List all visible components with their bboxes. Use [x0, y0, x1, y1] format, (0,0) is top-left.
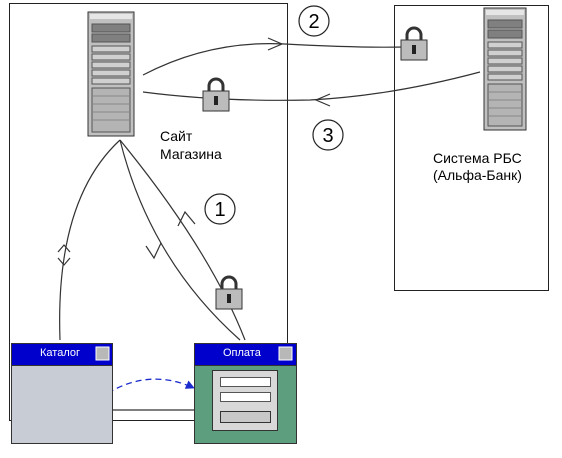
- payment-window: [194, 343, 297, 444]
- bank-label-line1: Система РБС: [433, 150, 522, 166]
- payment-window-button[interactable]: [278, 346, 293, 361]
- payment-field-1[interactable]: [220, 377, 271, 387]
- catalog-to-payment-dashed-arrow: [107, 378, 195, 394]
- shop-label-line2: Магазина: [160, 146, 222, 162]
- arrow-head-to-payment: [145, 242, 162, 260]
- step-3-circle: 3: [312, 119, 344, 151]
- response-curve-3: [142, 71, 481, 101]
- catalog-window-button[interactable]: [95, 346, 110, 361]
- step-1-circle: 1: [204, 193, 236, 225]
- shop-boundary: [9, 3, 288, 421]
- bank-boundary: [394, 5, 549, 291]
- server-to-payment-curve: [119, 139, 241, 341]
- bank-label-line2: (Альфа-Банк): [433, 167, 522, 183]
- padlock-icon: [400, 26, 428, 61]
- arrow-head-to-server: [177, 210, 196, 227]
- bank-server-icon: [483, 7, 527, 131]
- catalog-window: [11, 343, 113, 444]
- payment-field-2[interactable]: [220, 392, 271, 402]
- step-1-label: 1: [214, 199, 225, 221]
- step-2-circle: 2: [298, 5, 330, 37]
- double-arrow-catalog-link: [57, 244, 71, 266]
- shop-label-line1: Сайт: [160, 128, 193, 144]
- payment-to-server-curve-1: [119, 139, 246, 341]
- catalog-link-curve: [59, 139, 121, 341]
- payment-submit-button[interactable]: [220, 411, 271, 423]
- step-2-label: 2: [308, 11, 319, 33]
- padlock-icon: [215, 275, 243, 310]
- step-3-label: 3: [322, 125, 333, 147]
- payment-window-title: Оплата: [223, 347, 261, 359]
- padlock-icon: [202, 77, 230, 112]
- shop-server-icon: [87, 11, 135, 137]
- arrow-head-2: [267, 37, 284, 51]
- arrow-head-3: [314, 93, 331, 107]
- request-curve-2: [142, 43, 406, 76]
- catalog-window-title: Каталог: [40, 347, 80, 359]
